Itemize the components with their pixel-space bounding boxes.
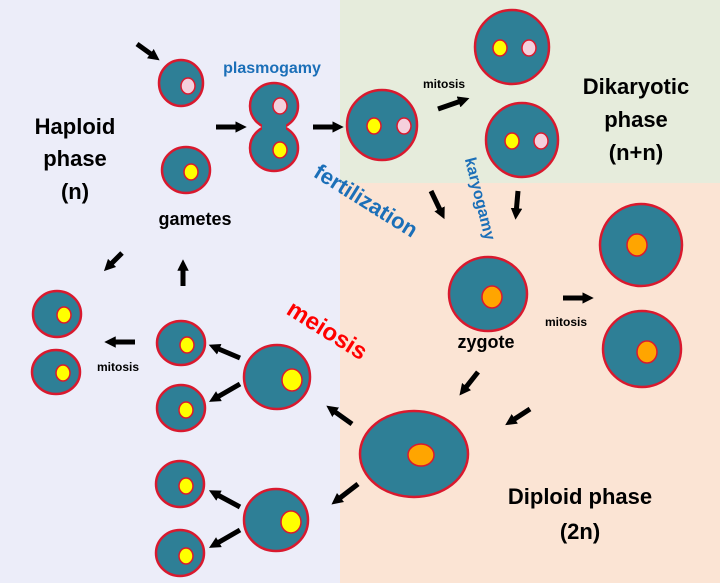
arrow-diploid-cell-to-diploid xyxy=(505,406,532,426)
diploid-cell-top xyxy=(598,202,684,288)
mitosis-right-label: mitosis xyxy=(545,315,587,329)
zygote-label: zygote xyxy=(457,332,514,352)
plasmogamy-label: plasmogamy xyxy=(223,60,321,77)
dikaryon-cell-1 xyxy=(345,88,419,162)
cells xyxy=(30,8,684,578)
arrow-into-gamete xyxy=(135,41,160,61)
diploid-large-cell xyxy=(358,409,470,499)
dikaryotic-title-2: phase xyxy=(604,107,668,132)
arrows xyxy=(103,41,594,548)
dikaryon-cell-2 xyxy=(473,8,551,86)
arrow-split-1a xyxy=(208,343,241,361)
haploid-cell-a xyxy=(155,319,207,367)
arrow-meiosis-lower xyxy=(331,482,360,505)
arrow-karyogamy-to-zygote xyxy=(510,190,523,220)
gametes-label: gametes xyxy=(158,209,231,229)
haploid-cell-b xyxy=(155,383,207,433)
diploid-title-2: (2n) xyxy=(560,519,600,544)
meiosis-cell-upper xyxy=(242,343,312,411)
haploid-title-1: Haploid xyxy=(35,114,116,139)
arrow-split-2a xyxy=(208,490,242,510)
plasmogamy-cell xyxy=(248,81,300,173)
arrow-zygote-to-diploid xyxy=(459,370,480,396)
fertilization-label: fertilization xyxy=(310,159,423,242)
haploid-cell-e xyxy=(31,289,83,339)
dikaryotic-title-1: Dikaryotic xyxy=(583,74,689,99)
arrow-split-2b xyxy=(209,527,242,548)
arrow-split-1b xyxy=(209,381,242,402)
mitosis-left-label: mitosis xyxy=(97,360,139,374)
arrow-up-left xyxy=(103,251,124,272)
diploid-title-1: Diploid phase xyxy=(508,484,652,509)
mitosis-top-label: mitosis xyxy=(423,77,465,91)
haploid-title-2: phase xyxy=(43,146,107,171)
zygote-cell xyxy=(447,255,529,333)
dikaryon-cell-3 xyxy=(484,101,560,179)
diploid-cell-bottom xyxy=(601,309,683,389)
meiosis-cell-lower xyxy=(242,487,310,553)
dikaryotic-title-3: (n+n) xyxy=(609,140,663,165)
haploid-cell-c xyxy=(154,459,206,509)
gamete-cell-yellow xyxy=(160,145,212,195)
haploid-title-3: (n) xyxy=(61,179,89,204)
karyogamy-label: karyogamy xyxy=(461,156,498,242)
haploid-cell-f xyxy=(30,348,82,396)
arrow-mitosis-dikaryon xyxy=(437,96,470,112)
arrow-fertilization-to-zygote xyxy=(428,189,445,220)
haploid-cell-d xyxy=(154,528,206,578)
gamete-cell-pink xyxy=(157,58,205,108)
arrow-meiosis-upper xyxy=(326,405,354,427)
